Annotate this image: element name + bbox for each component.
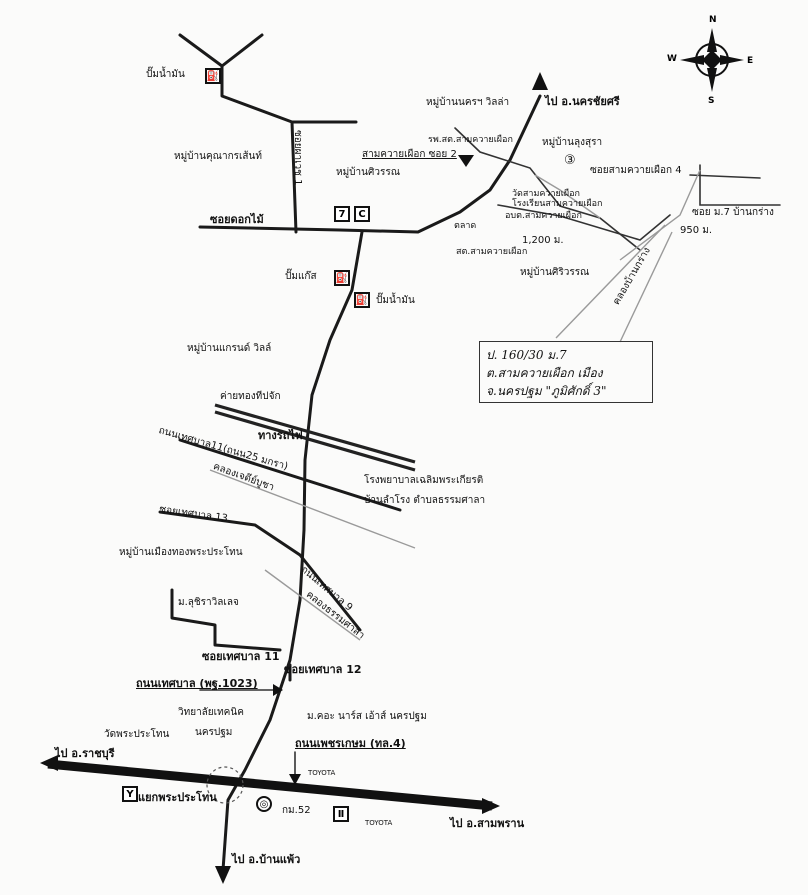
arrow-north [532, 72, 548, 90]
label-obt-sam-khwai: อบต.สามควายเผือก [505, 211, 582, 221]
label-baan-nakhon-villa: หมู่บ้านนครฯ วิลล่า [426, 97, 510, 108]
emblem-icon: ◎ [256, 796, 272, 812]
road-top-branch [220, 64, 358, 124]
label-gas-2: ปั๊มแก๊ส [285, 271, 317, 282]
gas-station-icon-2: ⛽ [354, 292, 370, 308]
road-soi-dok-mai [198, 94, 542, 234]
road-east-1 [454, 127, 641, 251]
road-east-4 [689, 174, 761, 179]
label-soi-m7: ซอย ม.7 บ้านกร่าง [692, 207, 774, 218]
note-line-3: จ.นครปฐม "ภูมิศักดิ์ 3" [486, 384, 607, 398]
note-line-2: ต.สามควายเผือก เมือง [486, 366, 603, 380]
note-leader-2 [619, 231, 673, 343]
gas-station-icon: ⛽ [205, 68, 221, 84]
label-thet-saban-pholsor: ถนนเทศบาล (พฐ.1023) [136, 677, 258, 690]
railway-1 [214, 403, 416, 464]
note-line-1: ป. 160/30 ม.7 [486, 348, 567, 362]
label-gas-3: ปั๊มน้ำมัน [376, 295, 415, 306]
label-soi-sam-khwai-4: ซอยสามควายเผือก 4 [590, 165, 682, 176]
road-top-fork [178, 33, 264, 68]
label-km52: กม.52 [282, 805, 311, 816]
arrow-phetkasem [289, 774, 301, 785]
label-college-2: นครปฐม [195, 727, 233, 738]
label-baan-lunbrae: หมู่บ้านลุงสุรา [542, 137, 603, 148]
dest-sam-phran: ไป อ.สามพราน [450, 817, 525, 830]
label-market: ตลาด [454, 221, 477, 231]
arrow-pholsor [273, 684, 283, 696]
note-leader-1 [555, 224, 666, 339]
compass-north-label: N [709, 15, 717, 25]
label-phetkasem: ถนนเพชรเกษม (ทล.4) [295, 737, 406, 750]
label-dist-950: 950 ม. [680, 225, 713, 236]
arrow-west [40, 755, 58, 771]
label-hospital-lerm-2: บ้านลำโรง ตำบลธรรมศาลา [364, 495, 486, 506]
label-soi-thet-saban-11: ซอยเทศบาล 11 [202, 650, 280, 663]
label-baan-mueang-thong: หมู่บ้านเมืองทองพระประโทน [119, 547, 243, 558]
road-east-2 [497, 204, 671, 241]
label-soi-dok-mai: ซอยดอกไม้ [210, 213, 264, 226]
arrow-soi2 [458, 155, 474, 167]
road-soi-thet-saban-11 [170, 588, 282, 652]
compass-south-label: S [708, 96, 715, 106]
railway-2 [214, 410, 416, 472]
label-post: สต.สามควายเผือก [456, 247, 528, 257]
label-soi-thet-saban-12: ซอยเทศบาล 12 [284, 663, 362, 676]
compass-west-label: W [667, 54, 677, 64]
compass-rose [680, 28, 744, 92]
canal-chedi-bucha [209, 469, 416, 549]
address-note-box: ป. 160/30 ม.7 ต.สามควายเผือก เมือง จ.นคร… [479, 341, 653, 403]
canal-ban-krang [619, 169, 701, 261]
canal-thammasala [264, 569, 361, 641]
road-thet-saban-11 [178, 438, 402, 512]
landmark-3-marker: ③ [564, 153, 576, 168]
road-east-3 [699, 164, 781, 206]
shop-icon: C [354, 206, 370, 222]
compass-east-label: E [747, 56, 754, 66]
store-icon: 7 [334, 206, 350, 222]
label-mahidol: ม.คอะ นาร์ส เอ้าส์ นครปฐม [307, 711, 427, 722]
canal-east [534, 174, 601, 219]
label-camp: ค่ายทองทีปจัก [220, 391, 281, 402]
label-soi-pha-vet: ซอยผาเวช 1 [292, 130, 303, 186]
road-soi-pha-vet [290, 120, 298, 234]
label-wat-phra-prathon: วัดพระประโทน [104, 729, 170, 740]
intersection-circle [206, 766, 244, 804]
label-baan-khunakorn: หมู่บ้านคุณากรเส้นท์ [174, 151, 262, 162]
dest-ban-phaeo: ไป อ.บ้านแพ้ว [232, 853, 301, 866]
label-dist-1200: 1,200 ม. [522, 235, 564, 246]
label-baan-grand-villa: หมู่บ้านแกรนด์ วิลล์ [187, 343, 272, 354]
label-hospital-lerm: โรงพยาบาลเฉลิมพระเกียรติ [364, 475, 484, 486]
label-hospital-sam-khwai: รพ.สต.สามควายเผือก [428, 135, 513, 145]
bank-icon: Ⅱ [333, 806, 349, 822]
gas-pump-icon: ⛽ [334, 270, 350, 286]
arrow-south [215, 866, 231, 884]
label-school-sam-khwai: โรงเรียนสามควายเผือก [512, 199, 603, 209]
road-soi-thet-saban-13 [158, 510, 362, 632]
label-rail: ทางรถไฟ [258, 429, 303, 442]
arrow-east [482, 798, 500, 814]
dest-nakhon-chai-si: ไป อ.นครชัยศรี [545, 95, 620, 108]
label-college: วิทยาลัยเทคนิค [178, 707, 244, 718]
label-wat-sam-khwai: วัดสามควายเผือก [512, 189, 580, 199]
label-intersection: แยกพระประโทน [138, 791, 217, 804]
label-sam-khwai-2: สามควายเผือก ซอย 2 [362, 149, 457, 160]
label-toyota-2: TOYOTA [365, 819, 393, 827]
label-baan-siwan-1: หมู่บ้านศิวรรณ [336, 167, 400, 178]
highway-phetkasem [47, 759, 493, 811]
label-m-suchira: ม.ลุชิราวิลเลจ [178, 597, 239, 608]
temple-icon: Y [122, 786, 138, 802]
label-gas-1: ปั๊มน้ำมัน [146, 69, 185, 80]
label-toyota-1: TOYOTA [308, 769, 336, 777]
road-main-ns [221, 230, 364, 872]
label-baan-siwan-2: หมู่บ้านศิริวรรณ [520, 267, 590, 278]
dest-ratchaburi: ไป อ.ราชบุรี [55, 747, 115, 760]
